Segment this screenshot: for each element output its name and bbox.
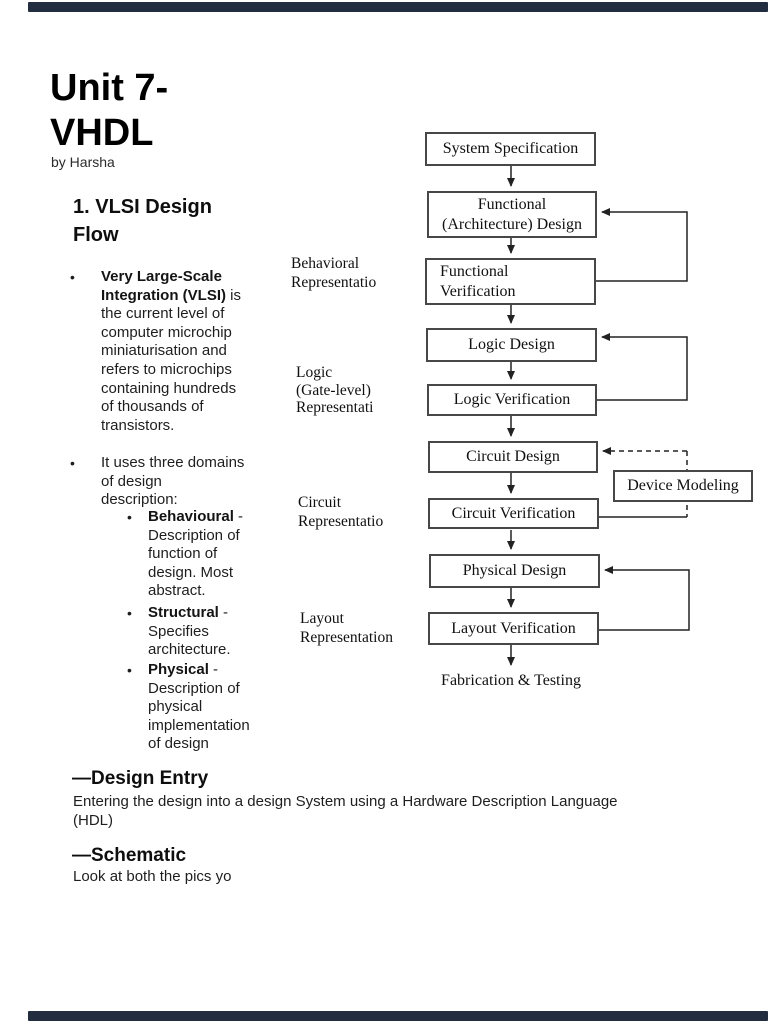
flow-box-device-modeling: Device Modeling bbox=[613, 470, 753, 502]
bullet-marker: • bbox=[70, 455, 75, 471]
text-line: Representati bbox=[296, 399, 374, 416]
text-line: function of bbox=[148, 545, 218, 563]
box-label: (Architecture) Design bbox=[442, 215, 582, 233]
text-line: of design bbox=[148, 735, 209, 753]
text-line: of thousands of bbox=[101, 398, 204, 416]
box-label: Functional bbox=[440, 262, 509, 280]
side-label-logic: Logic(Gate-level)Representati bbox=[296, 364, 373, 417]
section-heading-vlsi: 1. VLSI Design Flow bbox=[73, 193, 212, 249]
flow-box-logic-design: Logic Design bbox=[426, 328, 597, 362]
box-label: Layout Verification bbox=[451, 619, 576, 637]
text-line: description: bbox=[101, 491, 178, 509]
text-line: abstract. bbox=[148, 582, 206, 600]
flow-box-physical-design: Physical Design bbox=[429, 554, 600, 588]
text-line: containing hundreds bbox=[101, 379, 237, 397]
text-line: Integration (VLSI) is bbox=[101, 286, 241, 304]
heading-line-1: 1. VLSI Design bbox=[73, 196, 212, 218]
text-line: It uses three domains bbox=[101, 454, 245, 471]
text-line: Look at both the pics yo bbox=[73, 868, 232, 885]
bold-text: Behavioural bbox=[148, 508, 234, 525]
heading-design-entry: —Design Entry bbox=[72, 768, 209, 789]
flow-box-circuit-verification: Circuit Verification bbox=[428, 498, 599, 529]
box-label: Verification bbox=[440, 282, 516, 300]
bullet-marker: • bbox=[127, 509, 132, 525]
box-label: Functional bbox=[477, 195, 547, 213]
text-line: transistors. bbox=[101, 416, 175, 434]
flow-box-layout-verification: Layout Verification bbox=[428, 612, 599, 645]
text-line: (HDL) bbox=[73, 811, 113, 829]
box-label: Circuit Verification bbox=[451, 504, 576, 522]
text-line: implementation bbox=[148, 716, 250, 734]
title-line-2: VHDL bbox=[50, 112, 154, 154]
box-label: Device Modeling bbox=[627, 477, 739, 494]
text-line: computer microchip bbox=[101, 323, 232, 341]
flow-box-logic-verification: Logic Verification bbox=[427, 384, 597, 416]
text-line: miniaturisation and bbox=[101, 342, 227, 360]
text-line: the current level of bbox=[101, 305, 225, 323]
text-line: physical bbox=[148, 698, 203, 716]
text-line: Representatio bbox=[298, 513, 384, 530]
flow-box-functional-design: Functional (Architecture) Design bbox=[427, 191, 597, 238]
text-line: Layout bbox=[300, 610, 344, 627]
text-line: of design bbox=[101, 472, 162, 490]
bullet-marker: • bbox=[127, 605, 132, 621]
bullet-marker: • bbox=[70, 269, 75, 285]
box-label: Circuit Design bbox=[466, 448, 560, 465]
title-line-1: Unit 7- bbox=[50, 67, 169, 109]
box-label: Physical Design bbox=[462, 562, 567, 579]
text-line: Structural - bbox=[148, 604, 229, 621]
bold-text: Integration (VLSI) bbox=[101, 286, 226, 304]
text-line: Circuit bbox=[298, 494, 342, 511]
flow-box-circuit-design: Circuit Design bbox=[428, 441, 598, 473]
text-line: Physical - bbox=[148, 661, 219, 678]
bold-text: Structural bbox=[148, 604, 219, 621]
text-line: Behavioural - bbox=[148, 508, 244, 525]
schematic-paragraph: Look at both the pics yo bbox=[73, 868, 231, 887]
bullet-marker: • bbox=[127, 662, 132, 678]
bottom-edge-bar bbox=[28, 1011, 768, 1021]
box-label: Logic Design bbox=[468, 336, 555, 353]
text-line: Representatio bbox=[291, 274, 377, 291]
text-line: Description of bbox=[148, 679, 240, 697]
text-line: architecture. bbox=[148, 641, 231, 659]
text-line: refers to microchips bbox=[101, 360, 232, 378]
document-title: Unit 7- VHDL bbox=[50, 66, 168, 156]
bold-text: Very Large-Scale bbox=[101, 268, 222, 285]
text-line: Logic bbox=[296, 364, 333, 381]
box-label: System Specification bbox=[442, 140, 579, 157]
text-line: design. Most bbox=[148, 563, 234, 581]
heading-schematic: —Schematic bbox=[72, 845, 187, 866]
terminal-label-fabrication: Fabrication & Testing bbox=[441, 672, 581, 689]
flow-box-system-specification: System Specification bbox=[425, 132, 596, 166]
text-line: Description of bbox=[148, 526, 240, 544]
text-line: (Gate-level) bbox=[296, 381, 371, 399]
heading-line-2: Flow bbox=[73, 224, 119, 246]
byline: by Harsha bbox=[51, 154, 115, 170]
text-line: Specifies bbox=[148, 622, 209, 640]
design-entry-paragraph: Entering the design into a design System… bbox=[73, 793, 618, 830]
text-line: Representation bbox=[300, 629, 393, 646]
box-label: Logic Verification bbox=[453, 391, 571, 408]
text-line: Behavioral bbox=[291, 255, 360, 272]
top-edge-bar bbox=[28, 2, 768, 12]
text-line: Entering the design into a design System… bbox=[73, 793, 618, 810]
flow-box-functional-verification: Functional Verification bbox=[425, 258, 596, 305]
text-line: Very Large-Scale bbox=[101, 268, 241, 287]
bold-text: Physical bbox=[148, 661, 209, 678]
